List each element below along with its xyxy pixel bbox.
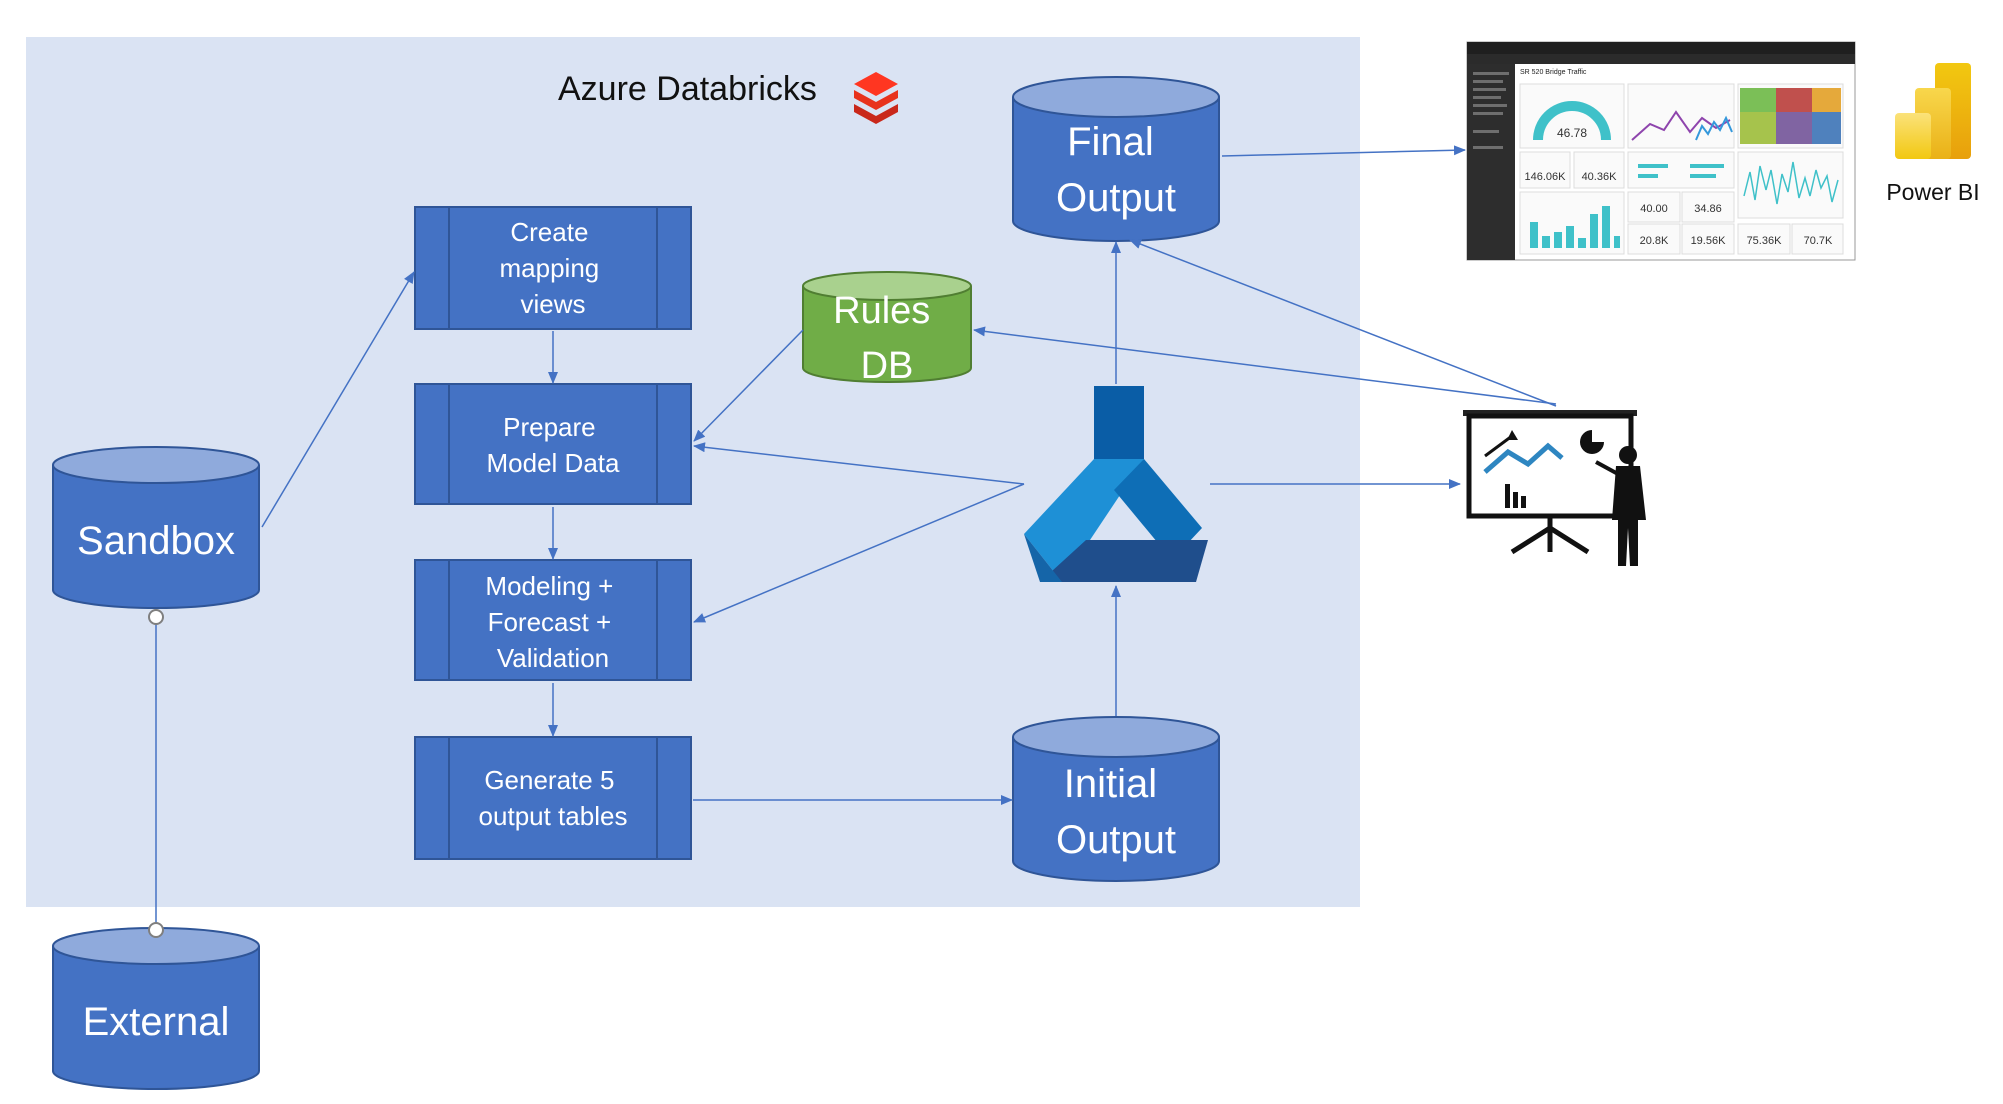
step-create-mapping-views[interactable]: Create mapping views [414, 206, 692, 330]
svg-text:Rules DB: Rules DB [833, 290, 941, 387]
rules-db-store[interactable]: Rules DB [802, 271, 972, 387]
connector-endpoint [148, 922, 164, 938]
step-label-line: Generate 5 [484, 765, 614, 795]
step-label-line: views [520, 289, 585, 319]
connector-rules-to-prepare [693, 329, 804, 442]
svg-text:Initial Output: Initial Output [1056, 762, 1176, 862]
svg-text:Final Output: Final Output [1056, 120, 1176, 220]
rules-db-line: DB [861, 345, 914, 387]
svg-text:Create mapping vie: Create mapping views [500, 217, 607, 319]
power-bi-dashboard-thumbnail[interactable]: SR 520 Bridge Traffic 46.78 146.06K 40.3… [1466, 41, 1856, 261]
connector-presentation-to-final [1129, 239, 1557, 407]
step-label-line: Validation [497, 643, 609, 673]
power-bi-label: Power BI [1886, 179, 1979, 205]
initial-output-line: Initial [1064, 762, 1157, 806]
svg-text:Generate 5 output tables: Generate 5 output tables [479, 765, 628, 831]
step-label-line: Model Data [487, 448, 620, 478]
connector-ml-to-prepare [693, 442, 1025, 485]
sandbox-label: Sandbox [77, 519, 235, 563]
final-output-store[interactable]: Final Output [1012, 76, 1220, 242]
sandbox-store[interactable]: Sandbox [52, 446, 260, 609]
kpi-value: 34.86 [1694, 203, 1722, 215]
external-store[interactable]: External [52, 927, 260, 1090]
step-label-line: Modeling + [485, 571, 613, 601]
presentation-analytics-icon[interactable] [1463, 410, 1646, 566]
kpi-value: 40.00 [1640, 203, 1668, 215]
external-label: External [83, 1000, 230, 1044]
databricks-logo-icon [854, 72, 898, 124]
initial-output-line: Output [1056, 818, 1176, 862]
step-label-line: Prepare [503, 412, 596, 442]
kpi-value: 20.8K [1640, 235, 1669, 247]
dashboard-title: SR 520 Bridge Traffic [1520, 69, 1587, 76]
region-title: Azure Databricks [558, 70, 817, 108]
power-bi-logo-icon [1895, 63, 1971, 159]
kpi-value: 75.36K [1747, 235, 1783, 247]
step-modeling-forecast-validation[interactable]: Modeling + Forecast + Validation [414, 559, 692, 681]
svg-text:Prepare Model Data: Prepare Model Data [487, 412, 620, 478]
connector-final-to-dashboard [1221, 145, 1466, 157]
initial-output-store[interactable]: Initial Output [1012, 716, 1220, 882]
step-prepare-model-data[interactable]: Prepare Model Data [414, 383, 692, 505]
connectors [155, 145, 1557, 930]
connector-sandbox-to-create [261, 271, 415, 528]
kpi-value: 40.36K [1582, 171, 1618, 183]
step-label-line: Forecast + [488, 607, 612, 637]
step-label-line: output tables [479, 801, 628, 831]
final-output-line: Final [1067, 120, 1154, 164]
gauge-value: 46.78 [1557, 126, 1587, 140]
rules-db-line: Rules [833, 290, 930, 332]
step-generate-output-tables[interactable]: Generate 5 output tables [414, 736, 692, 860]
svg-text:Modeling + Forecast +: Modeling + Forecast + Validation [485, 571, 620, 673]
step-label-line: Create [510, 217, 588, 247]
step-label-line: mapping [500, 253, 600, 283]
kpi-value: 19.56K [1691, 235, 1727, 247]
kpi-value: 146.06K [1525, 171, 1567, 183]
azure-machine-learning-icon[interactable] [1024, 386, 1208, 582]
connector-endpoint [148, 609, 164, 625]
connector-presentation-to-rules [973, 326, 1557, 405]
final-output-line: Output [1056, 176, 1176, 220]
connector-ml-to-modeling [693, 483, 1025, 623]
kpi-value: 70.7K [1804, 235, 1833, 247]
